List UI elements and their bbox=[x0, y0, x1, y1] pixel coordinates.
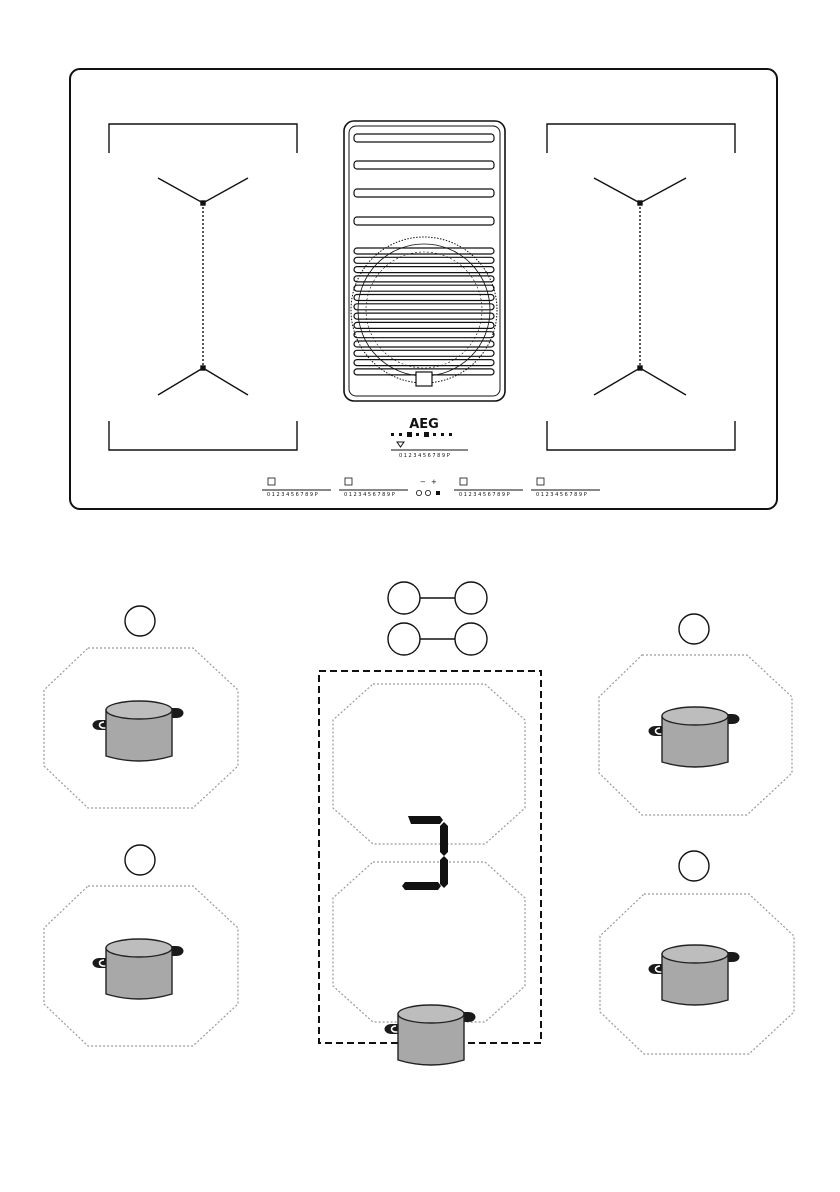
pot-left-top bbox=[93, 701, 184, 761]
vent-slot bbox=[354, 285, 494, 291]
vent-slot bbox=[354, 189, 494, 197]
vent-slot bbox=[354, 313, 494, 319]
vent-slot bbox=[354, 304, 494, 310]
step-circle-left-top bbox=[125, 606, 155, 636]
step-circle-left-bottom bbox=[125, 845, 155, 875]
zone-select-2-button[interactable] bbox=[345, 478, 352, 485]
vent-slot bbox=[354, 322, 494, 328]
pot-center bbox=[385, 1005, 476, 1065]
zone-select-1-button[interactable] bbox=[268, 478, 275, 485]
vent-slot bbox=[354, 257, 494, 263]
zone-1-scale: 0 1 2 3 4 5 6 7 8 9 P bbox=[267, 492, 318, 498]
pot-left-bottom bbox=[93, 939, 184, 999]
vent-slot bbox=[354, 276, 494, 282]
pot-right-top bbox=[649, 707, 740, 767]
zone-select-4-button[interactable] bbox=[537, 478, 544, 485]
hood-slider-scale: 0 1 2 3 4 5 6 7 8 9 P bbox=[399, 453, 450, 459]
vent-slot bbox=[354, 332, 494, 338]
zone-select-3-button[interactable] bbox=[460, 478, 467, 485]
timer-minus-button[interactable]: − bbox=[420, 478, 426, 486]
vent-slot bbox=[354, 217, 494, 225]
vent-slot bbox=[354, 267, 494, 273]
pot-right-bottom bbox=[649, 945, 740, 1005]
bridge-display bbox=[402, 816, 448, 890]
zone-3-scale: 0 1 2 3 4 5 6 7 8 9 P bbox=[459, 492, 510, 498]
bridge-zone-frame bbox=[319, 671, 541, 1043]
brand-logo: AEG bbox=[409, 417, 439, 432]
zone-2-scale: 0 1 2 3 4 5 6 7 8 9 P bbox=[344, 492, 395, 498]
vent-slot bbox=[354, 295, 494, 301]
lock-icon[interactable] bbox=[436, 491, 440, 495]
step-circle-right-top bbox=[679, 614, 709, 644]
step-circle-right-bottom bbox=[679, 851, 709, 881]
vent-slot bbox=[354, 341, 494, 347]
zone-4-scale: 0 1 2 3 4 5 6 7 8 9 P bbox=[536, 492, 587, 498]
hood-vent bbox=[344, 121, 505, 401]
timer-plus-button[interactable]: + bbox=[431, 478, 437, 486]
vent-slot bbox=[354, 350, 494, 356]
step-circles-center bbox=[388, 582, 487, 655]
vent-slot bbox=[354, 161, 494, 169]
vent-slot bbox=[354, 134, 494, 142]
vent-slot bbox=[354, 248, 494, 254]
